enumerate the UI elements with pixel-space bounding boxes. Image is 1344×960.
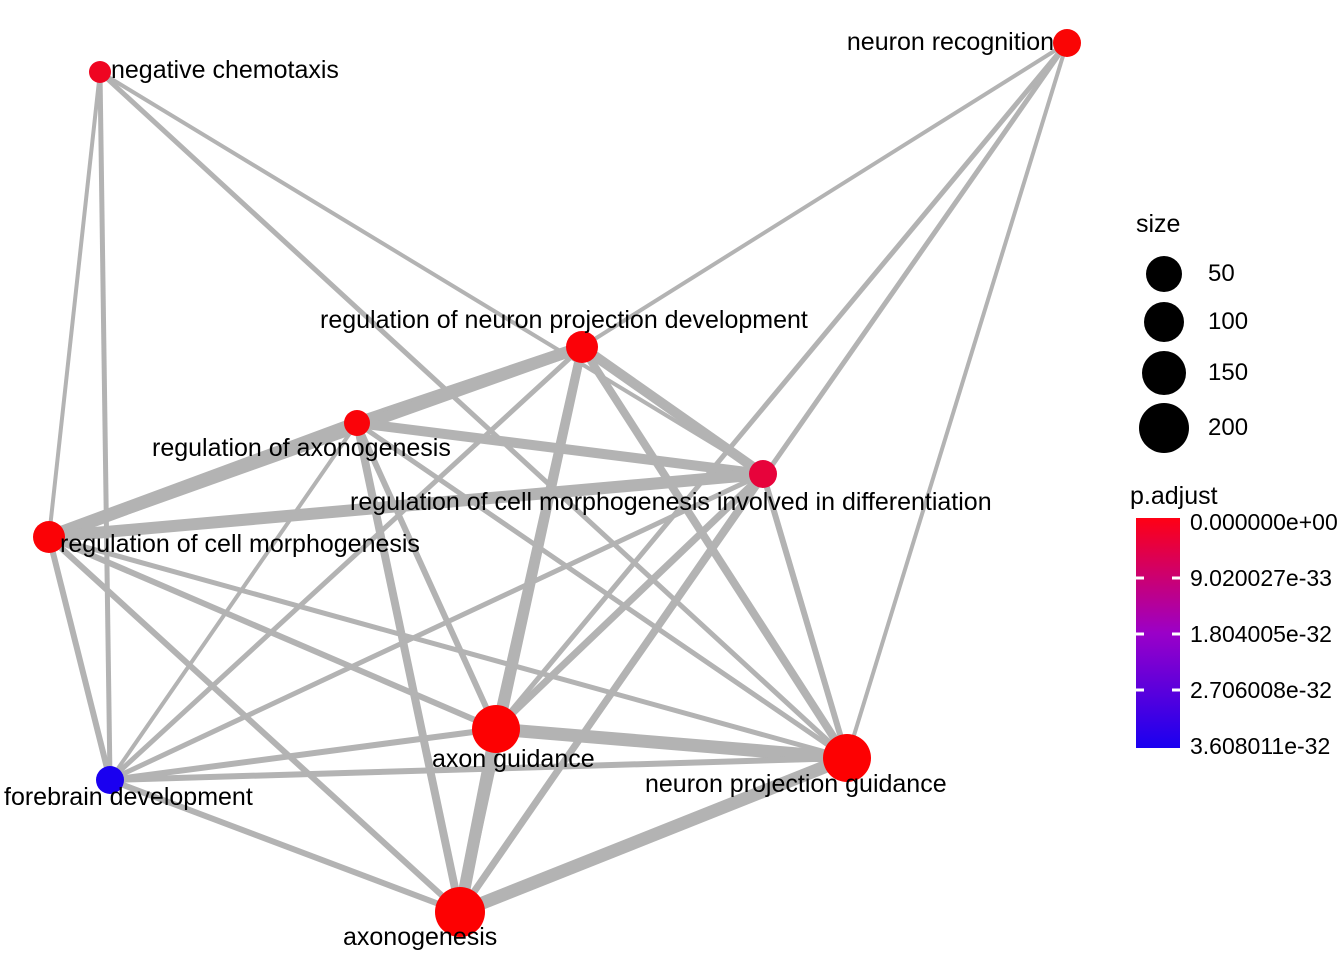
colorbar-tick-label: 0.000000e+00 [1190,509,1338,535]
network-edge [760,473,850,759]
network-node[interactable] [89,61,111,83]
node-label: neuron projection guidance [645,770,947,798]
node-label: regulation of cell morphogenesis involve… [350,488,992,516]
network-node[interactable] [96,766,124,794]
network-node[interactable] [472,705,520,753]
node-label: axonogenesis [343,923,498,951]
network-edge [354,421,499,731]
node-label: forebrain development [4,783,253,811]
node-label: regulation of axonogenesis [152,434,451,462]
network-edge [109,755,848,783]
size-legend-value: 50 [1208,260,1235,287]
network-edge [46,416,360,544]
network-edge [48,468,764,543]
size-legend-value: 100 [1208,308,1249,335]
network-edge [457,751,850,919]
network-node[interactable] [566,331,598,363]
node-label: axon guidance [432,745,595,773]
network-edge [494,41,1069,731]
size-legend-title: size [1136,210,1181,238]
node-label: regulation of neuron projection developm… [320,306,808,334]
network-edge [108,777,462,915]
network-edge [578,344,851,761]
p-adjust-legend-title: p.adjust [1130,482,1218,510]
network-edge [48,534,848,761]
network-edge [108,345,584,782]
colorbar-tick-label: 2.706008e-32 [1190,677,1332,703]
size-legend-swatches [1139,256,1189,453]
network-node[interactable] [1053,29,1081,57]
network-edge [356,418,764,479]
network-edge [46,534,463,915]
network-edge [579,342,766,479]
network-edge [108,471,765,783]
network-edge [355,420,849,761]
size-legend-value: 150 [1208,359,1249,386]
size-legend-swatch [1139,403,1189,453]
network-edge [580,41,1069,349]
network-edge [47,534,498,732]
network-edge [108,421,359,782]
colorbar-tick-label: 9.020027e-33 [1190,565,1332,591]
network-edge [97,71,113,781]
node-label: negative chemotaxis [111,56,339,84]
colorbar-tick-marks [1136,576,1180,692]
network-edge [98,70,765,476]
colorbar-tick-label: 3.608011e-32 [1190,733,1331,759]
network-node[interactable] [435,887,485,937]
node-label: neuron recognition [846,28,1054,56]
size-legend-value: 200 [1208,414,1249,441]
network-edge [845,42,1069,759]
network-node[interactable] [823,734,871,782]
size-legend-swatch [1146,256,1182,292]
colorbar-tick-label: 1.804005e-32 [1190,621,1332,647]
network-edge [457,472,766,914]
network-node[interactable] [344,410,370,436]
network-edges [46,41,1070,919]
network-edge [47,71,102,538]
size-legend-swatch [1142,351,1186,395]
network-edge [46,536,113,781]
size-legend-swatch [1144,302,1184,342]
network-edge [495,722,848,765]
network-edge [493,471,766,732]
network-edge [454,727,502,914]
network-node[interactable] [749,460,777,488]
network-nodes [33,29,1081,937]
network-edge [109,726,497,783]
node-label: regulation of cell morphogenesis [60,530,420,558]
network-node[interactable] [33,521,65,553]
network-edge [98,70,849,760]
